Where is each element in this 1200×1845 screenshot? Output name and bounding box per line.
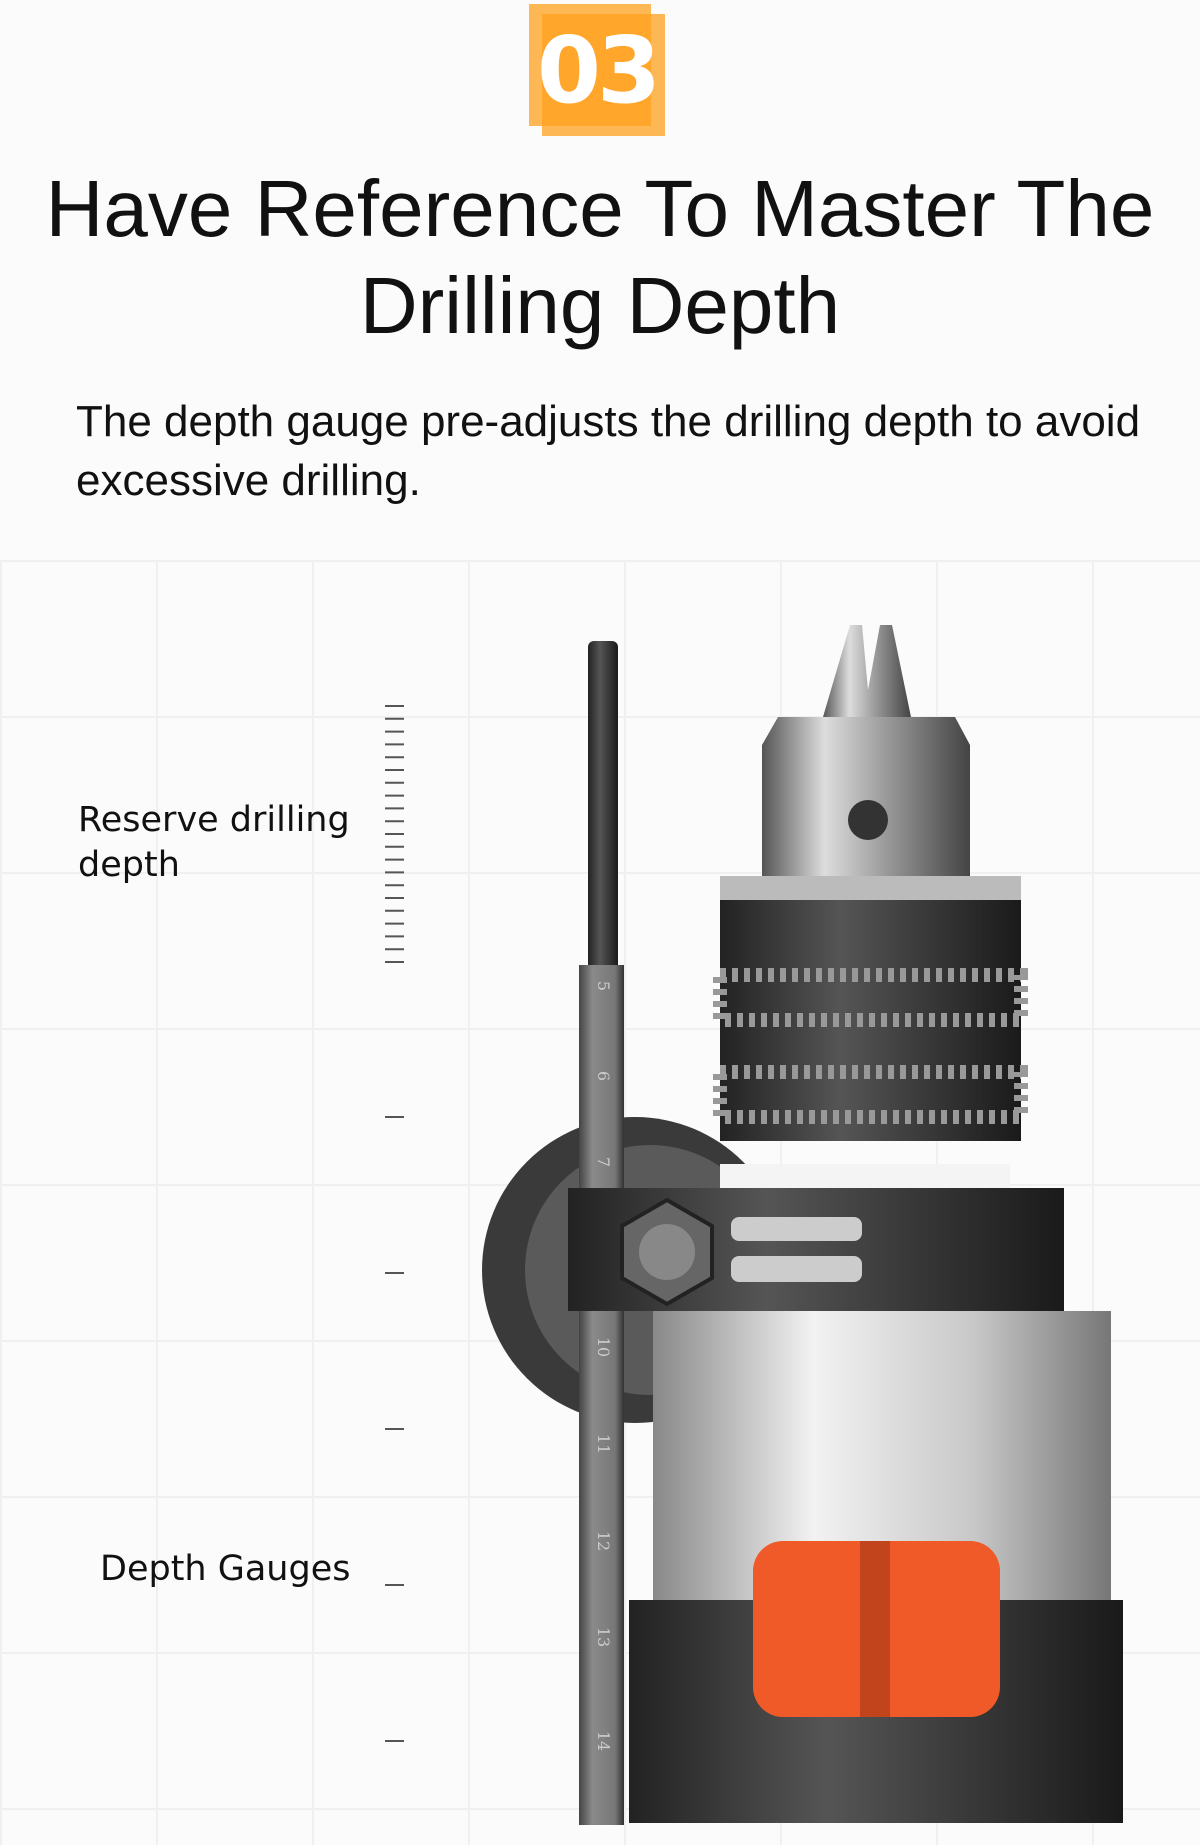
chuck-key-hole — [848, 800, 888, 840]
chuck-sleeve[interactable] — [720, 876, 1021, 1141]
knurl-band-2 — [713, 1065, 1028, 1124]
ruler-number: 14 — [594, 1731, 613, 1751]
drill-bit-rod — [588, 641, 618, 981]
clamp-slot-2 — [731, 1256, 862, 1282]
ruler-number: 11 — [594, 1434, 613, 1454]
chuck-jaws — [823, 625, 911, 717]
ruler-number: 13 — [594, 1627, 613, 1647]
clamp-slot-1 — [731, 1217, 862, 1241]
reserve-label-line-1: Reserve drilling — [78, 800, 350, 840]
depth-gauges-label: Depth Gauges — [100, 1549, 351, 1589]
page-title: Have Reference To Master The Drilling De… — [0, 160, 1200, 354]
step-number-badge: 03 — [536, 17, 661, 124]
switch-divider — [860, 1541, 890, 1717]
chuck-top — [762, 717, 970, 876]
title-line-2: Drilling Depth — [359, 261, 841, 350]
depth-gauge-ruler[interactable] — [579, 965, 624, 1825]
chuck-teeth — [720, 876, 1021, 900]
knurl-band-1 — [713, 968, 1028, 1027]
ruler-number: 7 — [594, 1157, 613, 1167]
ruler-number: 5 — [594, 981, 613, 991]
ruler-number: 12 — [594, 1531, 613, 1551]
ruler-number: 10 — [594, 1337, 613, 1357]
reserve-label-line-2: depth — [78, 845, 180, 885]
badge-front — [542, 14, 665, 136]
title-line-1: Have Reference To Master The — [45, 164, 1155, 253]
ruler-number: 6 — [594, 1071, 613, 1081]
ruler-numbers: 5 6 7 10 11 12 13 14 — [594, 981, 613, 1751]
description: The depth gauge pre-adjusts the drilling… — [76, 397, 1141, 505]
bolt-center — [639, 1224, 695, 1280]
reserve-depth-label: Reserve drilling depth — [78, 798, 350, 888]
depth-scale-ticks — [385, 705, 404, 1742]
